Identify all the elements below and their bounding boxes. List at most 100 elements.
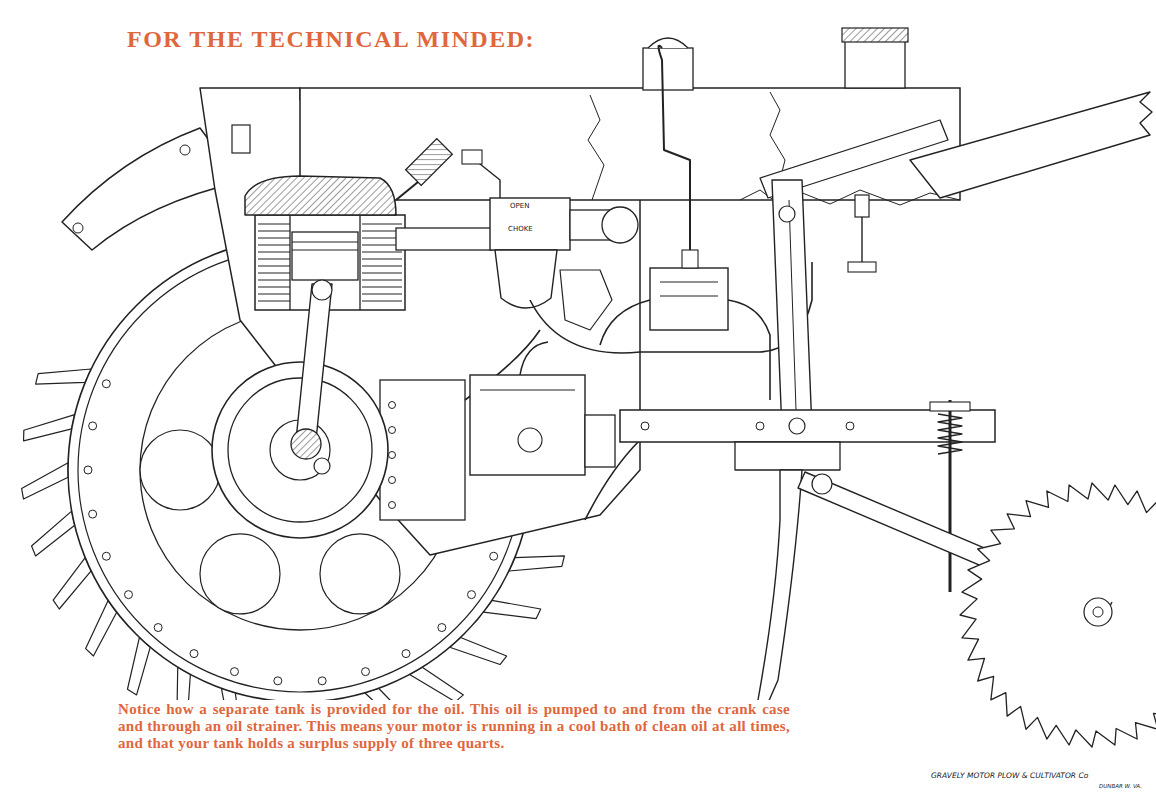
rim-bolt <box>102 552 110 560</box>
carburetor <box>490 198 570 250</box>
wheel-spike <box>410 667 464 702</box>
connecting-rod <box>296 284 332 440</box>
bolt <box>180 145 190 155</box>
crankcase-side <box>380 380 465 520</box>
spring-nut <box>930 402 970 411</box>
choke-rod <box>475 160 500 198</box>
rim-bolt <box>190 650 198 658</box>
wheel-spike <box>24 415 75 441</box>
cooling-fin <box>362 273 402 274</box>
rim-bolt <box>490 552 498 560</box>
shank-bracket <box>735 442 840 470</box>
bolt <box>389 502 396 509</box>
cylinder-bore <box>289 215 290 310</box>
rim-bolt <box>468 591 476 599</box>
oil-pipe <box>728 300 770 400</box>
rim-bolt <box>230 668 238 676</box>
oil-pipe <box>600 300 650 345</box>
disk-hub <box>1084 598 1112 626</box>
cooling-fin <box>362 252 402 253</box>
rim-bolt <box>362 668 370 676</box>
cooling-fin <box>362 224 402 225</box>
cooling-fin <box>362 301 402 302</box>
wheel-hole <box>200 534 280 614</box>
wheel-spike <box>22 463 69 499</box>
cylinder <box>255 215 405 310</box>
governor <box>560 270 612 330</box>
oil-tank <box>300 88 960 200</box>
crank-nut <box>314 458 330 474</box>
wrist-pin <box>312 280 332 300</box>
wheel-spike <box>86 600 117 656</box>
piston-ring <box>292 250 358 251</box>
piston <box>292 232 358 280</box>
magneto-shaft <box>518 428 542 452</box>
cylinder-bore <box>359 215 360 310</box>
cultivator-shank <box>758 470 802 712</box>
float-bowl <box>495 250 557 308</box>
tool-bar <box>620 410 995 442</box>
bolt <box>756 422 764 430</box>
rim-bolt <box>84 466 92 474</box>
rim-bolt <box>274 677 282 685</box>
cooling-fin <box>258 294 290 295</box>
cap-dome <box>648 38 688 48</box>
wheel-spike <box>53 558 91 609</box>
cooling-fin <box>258 259 290 260</box>
oil-pipe <box>659 46 691 270</box>
cooling-fin <box>258 252 290 253</box>
cooling-fin <box>258 245 290 246</box>
tank-cutaway <box>588 95 604 200</box>
wheel-hole <box>140 430 220 510</box>
pump-detail <box>660 296 718 297</box>
cooling-fin <box>258 224 290 225</box>
cylinder-head <box>245 176 396 215</box>
cooling-fin <box>258 280 290 281</box>
bracket <box>232 125 250 153</box>
wheel-spike <box>483 600 540 618</box>
spark-plug <box>406 139 453 186</box>
pump-nozzle <box>682 250 698 268</box>
cooling-fin <box>258 301 290 302</box>
gauge-stem <box>861 217 862 262</box>
rim-bolt <box>89 422 97 430</box>
machine-drawing <box>22 28 1156 749</box>
magneto-detail <box>480 390 575 391</box>
bolt <box>641 422 649 430</box>
wheel-spike <box>36 369 92 384</box>
wheel-spike <box>32 511 75 556</box>
crankcase <box>212 362 388 538</box>
cooling-fin <box>362 280 402 281</box>
filler-cap <box>845 40 905 88</box>
bolt <box>389 402 396 409</box>
disk-bolt <box>1093 607 1103 617</box>
maker-imprint: DUNBAR W. VA. <box>1098 783 1143 789</box>
lift-lever <box>772 180 812 432</box>
intake-pipe <box>396 228 492 250</box>
bolt <box>389 427 396 434</box>
ignition-wire <box>520 342 548 375</box>
rim-bolt <box>438 624 446 632</box>
bolt <box>846 422 854 430</box>
control-label: CHOKE <box>507 226 534 234</box>
oil-pump <box>650 268 728 330</box>
cooling-fin <box>258 231 290 232</box>
lever-slot <box>789 200 796 410</box>
spring <box>938 414 962 454</box>
bolt <box>389 477 396 484</box>
wheel-spike <box>450 637 507 664</box>
piston-ring <box>292 242 358 243</box>
cooling-fin <box>258 238 290 239</box>
cooling-fin <box>258 273 290 274</box>
wheel-hole <box>320 534 400 614</box>
crank-pin <box>291 429 321 459</box>
pivot <box>779 206 795 222</box>
cutter-disk <box>960 483 1156 747</box>
wheel-spike <box>509 556 565 571</box>
spark-plug-base <box>396 182 418 200</box>
magneto-cap <box>585 415 615 467</box>
cooling-fin <box>258 266 290 267</box>
rim-bolt <box>124 591 132 599</box>
